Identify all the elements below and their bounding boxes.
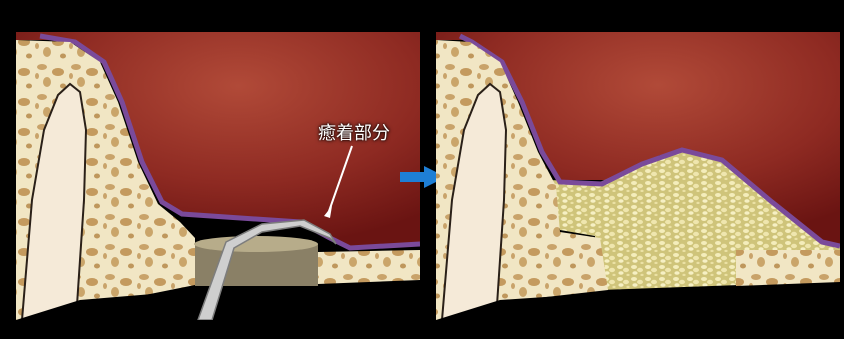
- alveolar-bone-right-after: [736, 250, 840, 286]
- panel-after: [436, 32, 840, 320]
- panel-before: [16, 32, 420, 320]
- alveolar-bone-right: [318, 250, 420, 284]
- annotation-label: 癒着部分: [318, 119, 390, 145]
